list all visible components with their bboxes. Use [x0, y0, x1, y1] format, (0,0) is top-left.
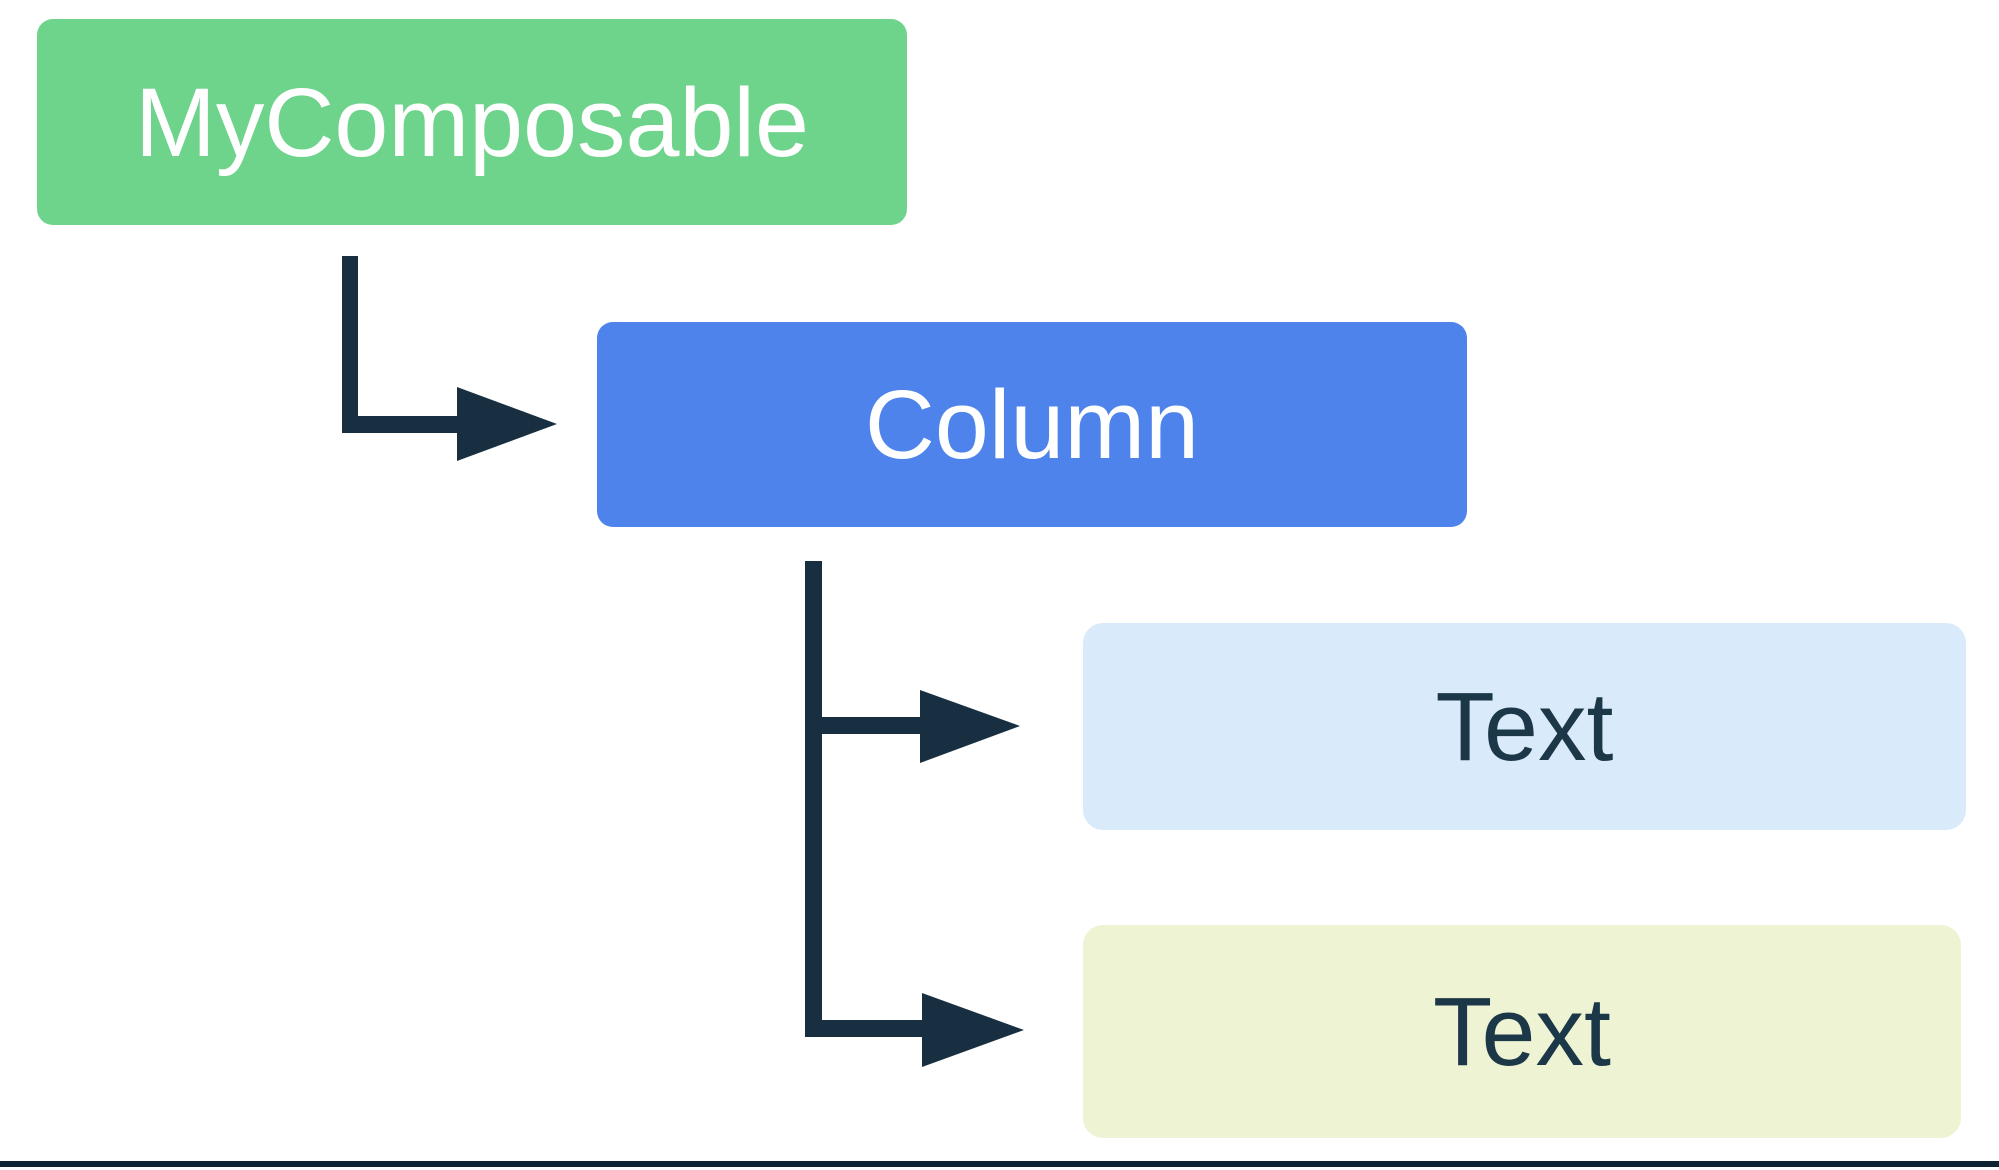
connector-vertical-line	[342, 256, 358, 433]
connector-mycomposable-to-column	[342, 256, 557, 461]
node-mycomposable: MyComposable	[37, 19, 907, 225]
arrow-head-icon	[922, 993, 1024, 1067]
node-column-label: Column	[864, 370, 1200, 479]
node-column: Column	[597, 322, 1467, 527]
arrow-head-icon	[920, 690, 1020, 763]
node-text-1: Text	[1083, 623, 1966, 830]
connector-horizontal-line	[342, 416, 462, 433]
connector-horizontal-line	[822, 717, 924, 734]
connector-horizontal-line	[822, 1020, 926, 1037]
node-text-2: Text	[1083, 925, 1961, 1138]
connector-column-to-children	[805, 561, 1024, 1067]
connector-vertical-line	[805, 561, 822, 1037]
node-text-1-label: Text	[1435, 672, 1614, 781]
arrow-head-icon	[457, 387, 557, 461]
node-text-2-label: Text	[1433, 977, 1611, 1086]
node-mycomposable-label: MyComposable	[135, 67, 809, 177]
bottom-border	[0, 1161, 1999, 1167]
